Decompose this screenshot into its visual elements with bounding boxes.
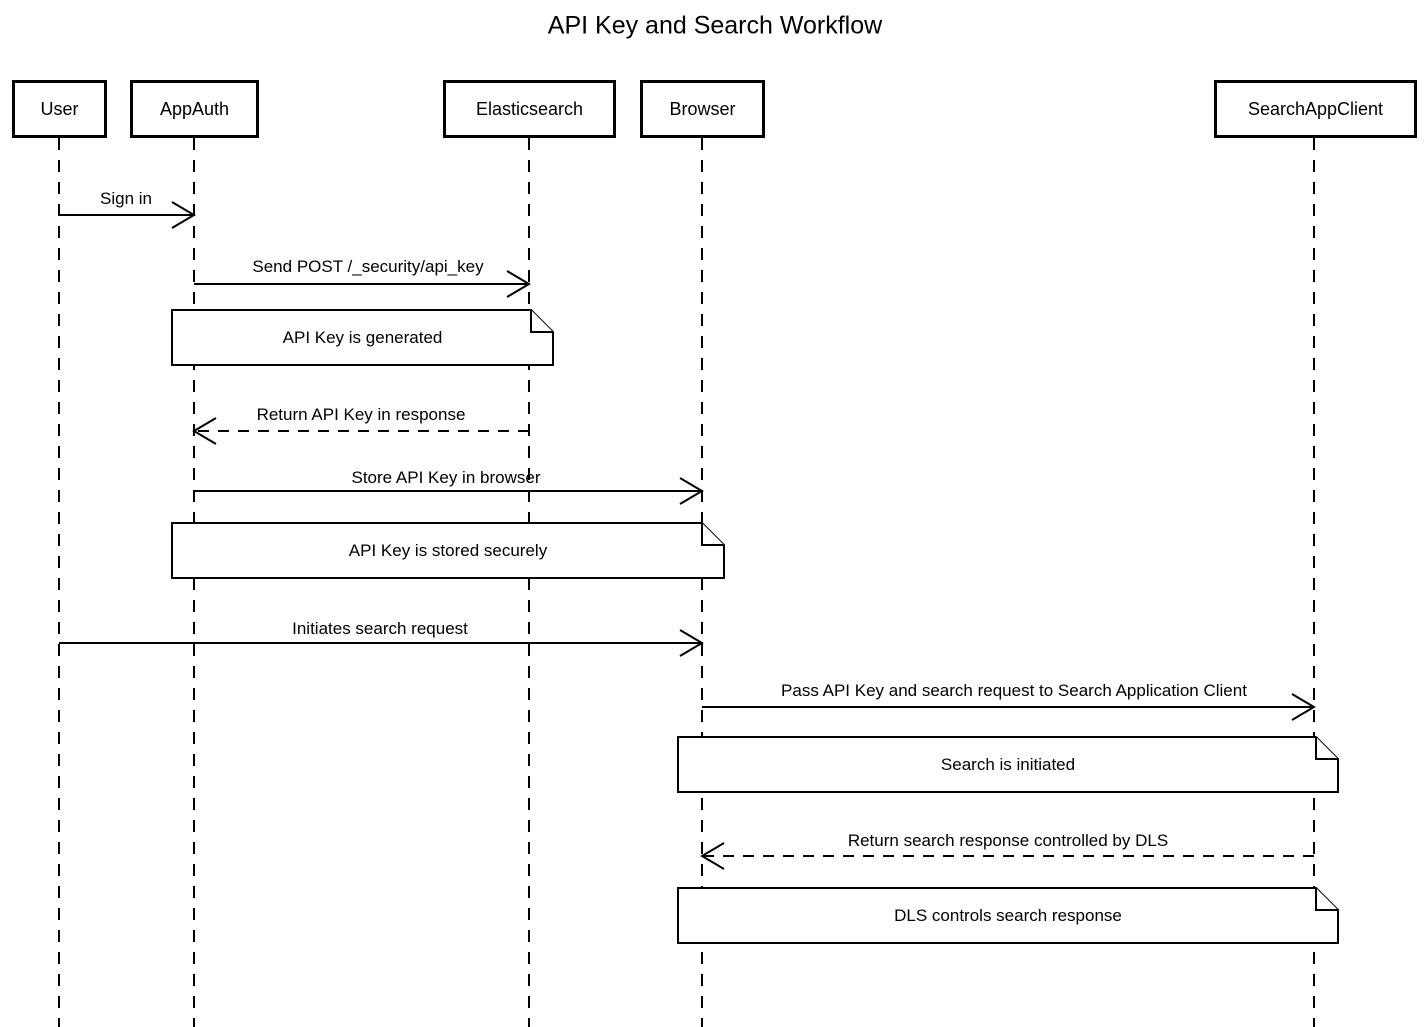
note-n1: API Key is generated bbox=[171, 309, 554, 366]
participant-appauth[interactable]: AppAuth bbox=[130, 80, 259, 138]
participant-label-elasticsearch: Elasticsearch bbox=[476, 99, 583, 119]
lifelines-layer bbox=[58, 138, 1315, 1027]
note-n4: DLS controls search response bbox=[677, 887, 1339, 944]
message-m6[interactable]: Pass API Key and search request to Searc… bbox=[702, 681, 1316, 721]
note-fold-corner-n3 bbox=[1315, 737, 1338, 760]
message-arrowhead-m3 bbox=[192, 417, 217, 445]
message-m2[interactable]: Send POST /_security/api_key bbox=[194, 257, 531, 298]
message-label-m3: Return API Key in response bbox=[257, 405, 466, 424]
participant-browser[interactable]: Browser bbox=[640, 80, 765, 138]
note-body-n2 bbox=[171, 522, 725, 579]
message-m5[interactable]: Initiates search request bbox=[59, 619, 704, 657]
message-label-m2: Send POST /_security/api_key bbox=[252, 257, 484, 276]
message-label-m5: Initiates search request bbox=[292, 619, 468, 638]
message-arrowhead-m4 bbox=[679, 477, 704, 505]
page-title: API Key and Search Workflow bbox=[548, 12, 883, 40]
participant-label-appauth: AppAuth bbox=[160, 99, 229, 119]
participant-label-browser: Browser bbox=[669, 99, 735, 119]
message-m7[interactable]: Return search response controlled by DLS bbox=[700, 831, 1314, 870]
note-fold-corner-n4 bbox=[1315, 888, 1338, 911]
message-label-m6: Pass API Key and search request to Searc… bbox=[781, 681, 1247, 700]
message-label-m1: Sign in bbox=[100, 189, 152, 208]
note-n3: Search is initiated bbox=[677, 736, 1339, 793]
participant-box-searchappclient bbox=[1214, 80, 1417, 138]
message-arrowhead-m2 bbox=[506, 270, 531, 298]
message-m4[interactable]: Store API Key in browser bbox=[194, 468, 704, 505]
note-label-n2: API Key is stored securely bbox=[349, 541, 548, 560]
note-label-n4: DLS controls search response bbox=[894, 906, 1122, 925]
note-label-n1: API Key is generated bbox=[283, 328, 443, 347]
message-arrowhead-m7 bbox=[700, 842, 725, 870]
participant-label-user: User bbox=[40, 99, 78, 119]
participant-box-browser bbox=[640, 80, 765, 138]
message-label-m4: Store API Key in browser bbox=[352, 468, 541, 487]
participant-user[interactable]: User bbox=[12, 80, 107, 138]
participant-box-user bbox=[12, 80, 107, 138]
message-arrowhead-m6 bbox=[1291, 693, 1316, 721]
note-body-n1 bbox=[171, 309, 554, 366]
note-body-n4 bbox=[677, 887, 1339, 944]
message-arrowhead-m1 bbox=[171, 201, 196, 229]
participant-searchappclient[interactable]: SearchAppClient bbox=[1214, 80, 1417, 138]
participant-box-appauth bbox=[130, 80, 259, 138]
messages-layer: Sign in Send POST /_security/api_keyRetur… bbox=[59, 189, 1316, 870]
participants-layer: User AppAuth Elasticsearch Browser SearchApp… bbox=[12, 80, 1417, 138]
message-m3[interactable]: Return API Key in response bbox=[192, 405, 529, 445]
note-label-n3: Search is initiated bbox=[941, 755, 1075, 774]
participant-elasticsearch[interactable]: Elasticsearch bbox=[443, 80, 616, 138]
note-fold-corner-n2 bbox=[701, 523, 724, 546]
message-label-m7: Return search response controlled by DLS bbox=[848, 831, 1168, 850]
note-fold-corner-n1 bbox=[530, 310, 553, 333]
participant-box-elasticsearch bbox=[443, 80, 616, 138]
note-body-n3 bbox=[677, 736, 1339, 793]
note-n2: API Key is stored securely bbox=[171, 522, 725, 579]
message-m1[interactable]: Sign in bbox=[59, 189, 196, 229]
message-arrowhead-m5 bbox=[679, 629, 704, 657]
participant-label-searchappclient: SearchAppClient bbox=[1248, 99, 1383, 119]
